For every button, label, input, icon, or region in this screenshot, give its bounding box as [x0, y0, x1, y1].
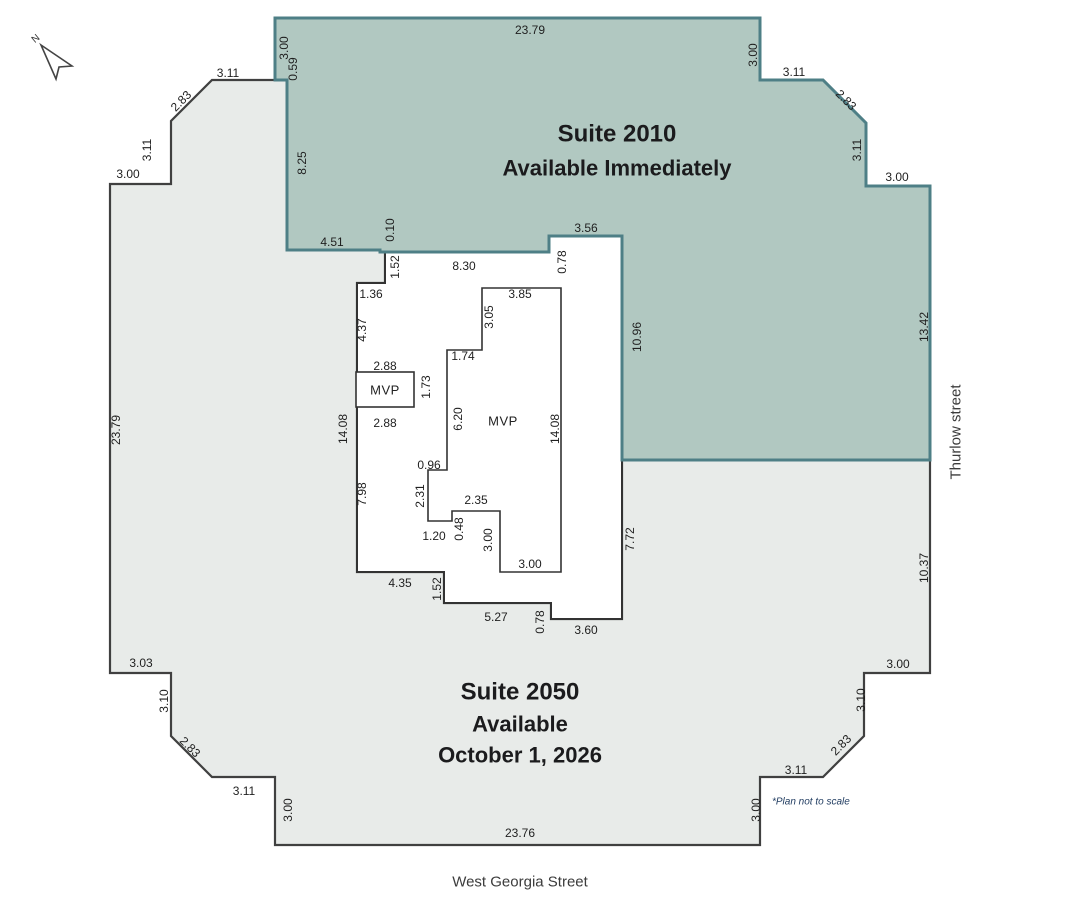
dimension-label: 8.25 — [295, 151, 309, 175]
suite-2010-availability: Available Immediately — [502, 156, 732, 181]
dimension-label: 3.00 — [886, 657, 910, 671]
suite-2050-title: Suite 2050 — [461, 679, 580, 706]
mvp-label-right: MVP — [488, 414, 518, 429]
dimension-label: 3.00 — [518, 557, 542, 571]
dimension-label: 2.88 — [373, 416, 397, 430]
dimension-label: 4.37 — [355, 318, 369, 342]
dimension-label: 0.78 — [533, 610, 547, 634]
dimension-label: 3.11 — [850, 138, 864, 161]
west-georgia-street-label: West Georgia Street — [452, 874, 588, 891]
dimension-label: 8.30 — [452, 259, 476, 273]
dimension-label: 23.76 — [505, 826, 535, 840]
dimension-label: 2.88 — [373, 359, 397, 373]
dimension-label: 1.20 — [422, 529, 446, 543]
dimension-label: 3.00 — [749, 798, 763, 822]
dimension-label: 4.35 — [388, 576, 412, 590]
dimension-label: 3.00 — [481, 528, 495, 552]
dimension-label: 3.10 — [854, 688, 868, 712]
dimension-label: 1.73 — [419, 375, 433, 399]
dimension-label: 3.00 — [885, 170, 909, 184]
dimension-label: 13.42 — [917, 312, 931, 342]
dimension-label: 23.79 — [515, 23, 545, 37]
dimension-label: 14.08 — [336, 414, 350, 444]
dimension-label: 10.96 — [630, 322, 644, 352]
north-arrow-icon: N — [30, 32, 75, 82]
dimension-label: 1.52 — [388, 255, 402, 279]
dimension-label: 3.85 — [508, 287, 532, 301]
suite-2050-availability-line2: October 1, 2026 — [438, 743, 602, 768]
mvp-label-left: MVP — [370, 383, 400, 398]
dimension-label: 3.11 — [233, 784, 256, 798]
dimension-label: 3.10 — [157, 689, 171, 713]
dimension-label: 2.31 — [413, 484, 427, 508]
dimension-label: 3.11 — [217, 66, 240, 80]
north-label: N — [30, 32, 43, 45]
dimension-label: 5.27 — [484, 610, 508, 624]
thurlow-street-label: Thurlow street — [948, 384, 965, 480]
mvp-room — [427, 287, 562, 573]
suite-2050-availability-line1: Available — [472, 712, 568, 737]
dimension-label: 3.11 — [140, 138, 154, 161]
dimension-label: 3.00 — [116, 167, 140, 181]
dimension-label: 0.96 — [417, 458, 441, 472]
dimension-label: 0.48 — [452, 517, 466, 541]
dimension-label: 23.79 — [109, 415, 123, 445]
dimension-label: 4.51 — [320, 235, 344, 249]
dimension-label: 7.98 — [355, 482, 369, 506]
dimension-label: 3.05 — [482, 305, 496, 329]
plan-scale-note: *Plan not to scale — [772, 797, 850, 808]
dimension-label: 3.11 — [783, 65, 806, 79]
dimension-label: 1.74 — [451, 349, 475, 363]
dimension-label: 3.03 — [129, 656, 153, 670]
dimension-label: 3.00 — [746, 43, 760, 67]
mvp-box — [355, 371, 415, 408]
dimension-label: 0.10 — [383, 218, 397, 242]
dimension-label: 6.20 — [451, 407, 465, 431]
suite-2010-title: Suite 2010 — [558, 121, 677, 148]
dimension-label: 10.37 — [917, 553, 931, 583]
suite-2010-region — [273, 16, 932, 462]
dimension-label: 0.59 — [286, 57, 300, 81]
dimension-label: 1.36 — [359, 287, 383, 301]
dimension-labels: 23.793.000.593.112.833.113.003.003.112.8… — [109, 23, 931, 840]
dimension-label: 1.52 — [430, 577, 444, 601]
dimension-label: 3.00 — [277, 36, 291, 60]
dimension-label: 3.00 — [281, 798, 295, 822]
dimension-label: 3.11 — [785, 763, 808, 777]
dimension-label: 7.72 — [623, 527, 637, 551]
dimension-label: 3.56 — [574, 221, 598, 235]
dimension-label: 0.78 — [555, 250, 569, 274]
dimension-label: 14.08 — [548, 414, 562, 444]
dimension-label: 2.35 — [464, 493, 488, 507]
dimension-label: 3.60 — [574, 623, 598, 637]
